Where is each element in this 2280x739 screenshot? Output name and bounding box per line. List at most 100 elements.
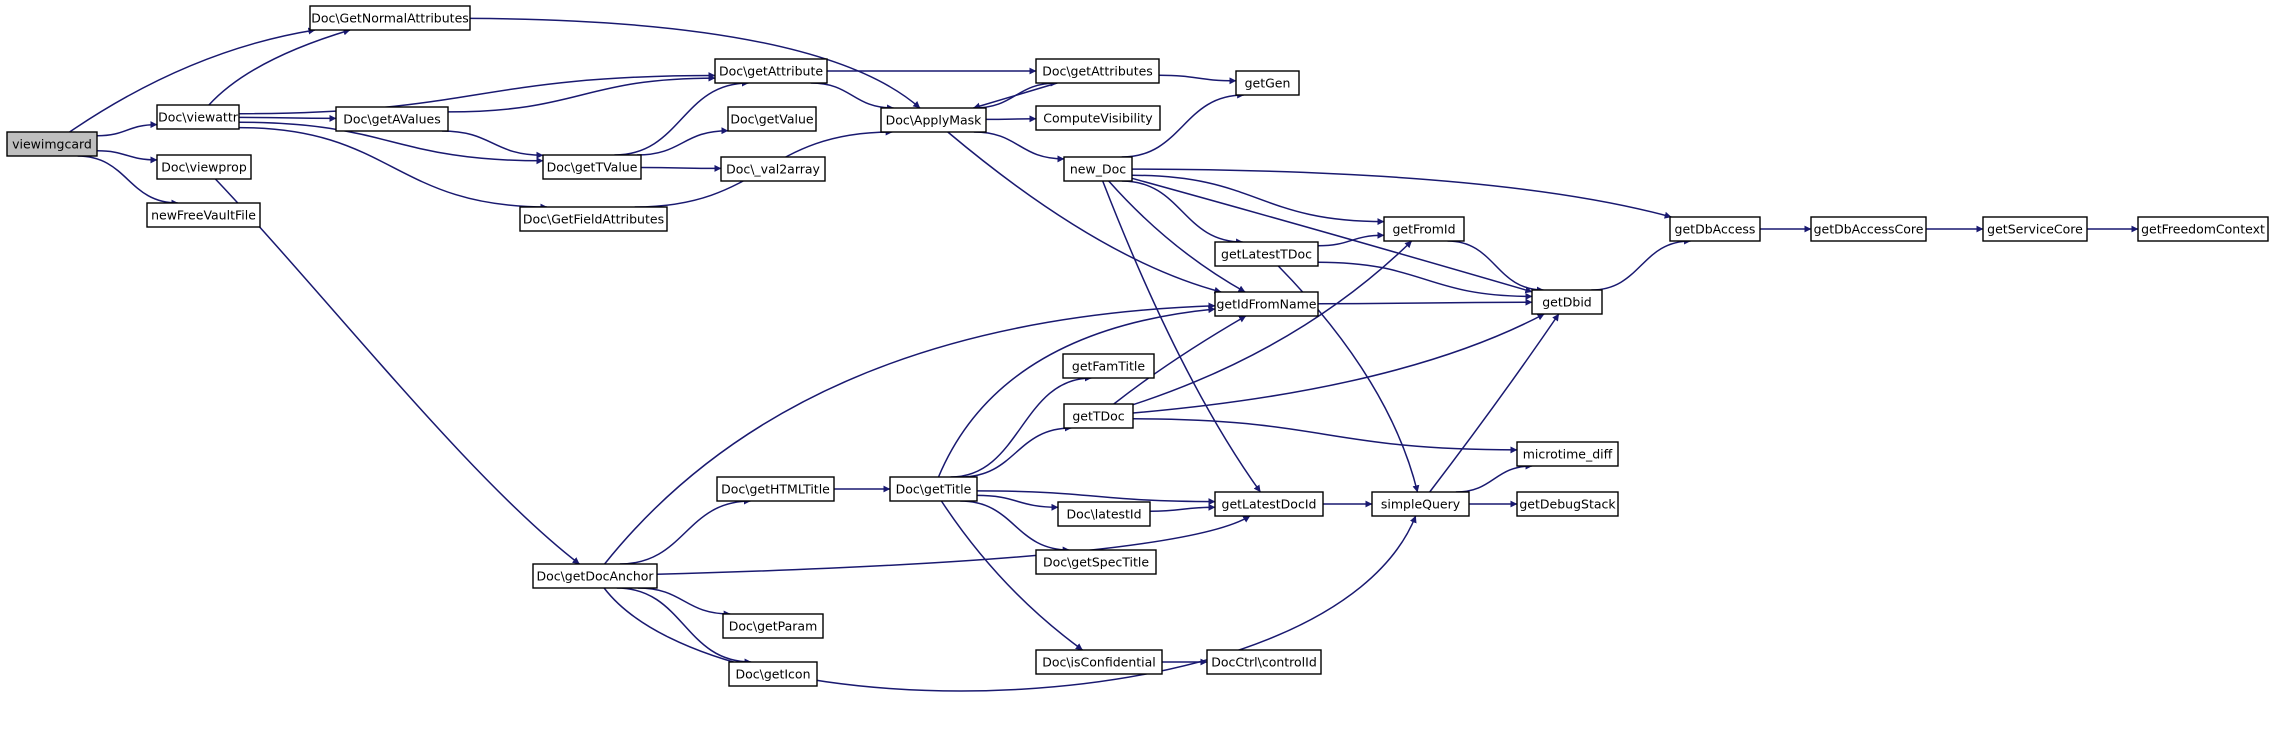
node-box[interactable] bbox=[1035, 549, 1157, 575]
edge-line bbox=[1317, 298, 1533, 306]
node-box[interactable] bbox=[1214, 241, 1319, 267]
node-getLatestDocId[interactable]: getLatestDocId bbox=[1214, 491, 1324, 517]
node-getGen[interactable]: getGen bbox=[1235, 70, 1300, 96]
edge-GetNormalAttributes-to-ApplyMask bbox=[469, 17, 921, 109]
edge-viewimgcard-to-newFreeVaultFile bbox=[77, 155, 179, 207]
node-box[interactable] bbox=[720, 156, 826, 182]
node-getDebugStack[interactable]: getDebugStack bbox=[1516, 491, 1619, 517]
node-box[interactable] bbox=[1035, 58, 1160, 84]
edge-line bbox=[1113, 315, 1247, 405]
node-box[interactable] bbox=[1035, 649, 1163, 675]
node-box[interactable] bbox=[2137, 216, 2269, 242]
node-ApplyMask[interactable]: Doc\ApplyMask bbox=[880, 107, 987, 133]
node-box[interactable] bbox=[1206, 649, 1322, 675]
node-box[interactable] bbox=[309, 5, 471, 31]
node-label: Doc\getTValue bbox=[547, 160, 638, 175]
node-getAttributes[interactable]: Doc\getAttributes bbox=[1035, 58, 1160, 84]
node-getServiceCore[interactable]: getServiceCore bbox=[1982, 216, 2088, 242]
edge-getTValue-to-val2array bbox=[640, 164, 722, 172]
node-box[interactable] bbox=[1235, 70, 1300, 96]
node-ComputeVisibility[interactable]: ComputeVisibility bbox=[1035, 105, 1161, 131]
node-box[interactable] bbox=[156, 104, 240, 130]
edge-getTDoc-to-getFromId bbox=[1132, 240, 1413, 406]
node-getFamTitle[interactable]: getFamTitle bbox=[1062, 353, 1155, 379]
node-box[interactable] bbox=[722, 613, 824, 639]
node-box[interactable] bbox=[728, 661, 818, 687]
node-getTDoc[interactable]: getTDoc bbox=[1063, 403, 1134, 429]
edge-getAttribute-to-ApplyMask bbox=[810, 82, 895, 112]
edge-line bbox=[1455, 462, 1533, 493]
edge-getTitle-to-isConfidential bbox=[940, 500, 1083, 651]
node-getHTMLTitle[interactable]: Doc\getHTMLTitle bbox=[716, 476, 835, 502]
edge-line bbox=[238, 72, 716, 115]
edge-line bbox=[1158, 74, 1237, 85]
node-box[interactable] bbox=[542, 154, 642, 180]
node-GetNormalAttributes[interactable]: Doc\GetNormalAttributes bbox=[309, 5, 471, 31]
edge-line bbox=[238, 126, 548, 211]
edge-line bbox=[619, 497, 751, 565]
node-label: Doc\getAttributes bbox=[1042, 64, 1153, 79]
edge-simpleQuery-to-getDbid bbox=[1429, 313, 1560, 493]
node-box[interactable] bbox=[889, 476, 978, 502]
node-box[interactable] bbox=[1057, 501, 1151, 527]
node-box[interactable] bbox=[1516, 491, 1619, 517]
node-box[interactable] bbox=[335, 106, 449, 132]
node-getSpecTitle[interactable]: Doc\getSpecTitle bbox=[1035, 549, 1157, 575]
node-getTitle[interactable]: Doc\getTitle bbox=[889, 476, 978, 502]
node-getFreedomContext[interactable]: getFreedomContext bbox=[2137, 216, 2269, 242]
node-getAttribute[interactable]: Doc\getAttribute bbox=[714, 58, 828, 84]
node-box[interactable] bbox=[727, 106, 817, 132]
node-getFromId[interactable]: getFromId bbox=[1383, 216, 1465, 242]
node-new_Doc[interactable]: new_Doc bbox=[1063, 156, 1133, 182]
node-controlId[interactable]: DocCtrl\controlId bbox=[1206, 649, 1322, 675]
node-isConfidential[interactable]: Doc\isConfidential bbox=[1035, 649, 1163, 675]
node-getDbid[interactable]: getDbid bbox=[1531, 289, 1603, 315]
node-box[interactable] bbox=[1371, 491, 1470, 517]
node-box[interactable] bbox=[1810, 216, 1927, 242]
node-label: Doc\latestId bbox=[1066, 507, 1141, 522]
node-box[interactable] bbox=[519, 206, 668, 232]
node-box[interactable] bbox=[880, 107, 987, 133]
node-getIdFromName[interactable]: getIdFromName bbox=[1214, 291, 1319, 317]
node-box[interactable] bbox=[716, 476, 835, 502]
node-box[interactable] bbox=[1035, 105, 1161, 131]
node-latestId[interactable]: Doc\latestId bbox=[1057, 501, 1151, 527]
node-box[interactable] bbox=[1531, 289, 1603, 315]
node-box[interactable] bbox=[1982, 216, 2088, 242]
node-viewimgcard[interactable]: viewimgcard bbox=[6, 131, 98, 157]
node-box[interactable] bbox=[714, 58, 828, 84]
node-box[interactable] bbox=[146, 202, 261, 228]
edge-new_Doc-to-getFromId bbox=[1131, 174, 1385, 226]
node-box[interactable] bbox=[1063, 156, 1133, 182]
node-microtime_diff[interactable]: microtime_diff bbox=[1516, 441, 1619, 467]
node-getDocAnchor[interactable]: Doc\getDocAnchor bbox=[532, 563, 658, 589]
node-getDbAccessCore[interactable]: getDbAccessCore bbox=[1810, 216, 1927, 242]
edge-viewimgcard-to-GetNormalAttributes bbox=[69, 27, 316, 133]
node-box[interactable] bbox=[1214, 491, 1324, 517]
node-label: getFamTitle bbox=[1072, 359, 1146, 374]
node-getParam[interactable]: Doc\getParam bbox=[722, 613, 824, 639]
node-box[interactable] bbox=[1516, 441, 1619, 467]
node-getLatestTDoc[interactable]: getLatestTDoc bbox=[1214, 241, 1319, 267]
node-getIcon[interactable]: Doc\getIcon bbox=[728, 661, 818, 687]
node-viewprop[interactable]: Doc\viewprop bbox=[156, 154, 252, 180]
node-box[interactable] bbox=[1383, 216, 1465, 242]
node-GetFieldAttributes[interactable]: Doc\GetFieldAttributes bbox=[519, 206, 668, 232]
node-box[interactable] bbox=[1062, 353, 1155, 379]
node-simpleQuery[interactable]: simpleQuery bbox=[1371, 491, 1470, 517]
node-viewattr[interactable]: Doc\viewattr bbox=[156, 104, 240, 130]
node-box[interactable] bbox=[156, 154, 252, 180]
node-box[interactable] bbox=[1063, 403, 1134, 429]
node-getAValues[interactable]: Doc\getAValues bbox=[335, 106, 449, 132]
node-label: Doc\getIcon bbox=[735, 667, 810, 682]
node-getDbAccess[interactable]: getDbAccess bbox=[1669, 216, 1761, 242]
node-getTValue[interactable]: Doc\getTValue bbox=[542, 154, 642, 180]
node-box[interactable] bbox=[532, 563, 658, 589]
node-getValue[interactable]: Doc\getValue bbox=[727, 106, 817, 132]
node-label: Doc\GetNormalAttributes bbox=[311, 11, 469, 26]
node-box[interactable] bbox=[6, 131, 98, 157]
node-box[interactable] bbox=[1669, 216, 1761, 242]
node-val2array[interactable]: Doc\_val2array bbox=[720, 156, 826, 182]
node-newFreeVaultFile[interactable]: newFreeVaultFile bbox=[146, 202, 261, 228]
node-box[interactable] bbox=[1214, 291, 1319, 317]
